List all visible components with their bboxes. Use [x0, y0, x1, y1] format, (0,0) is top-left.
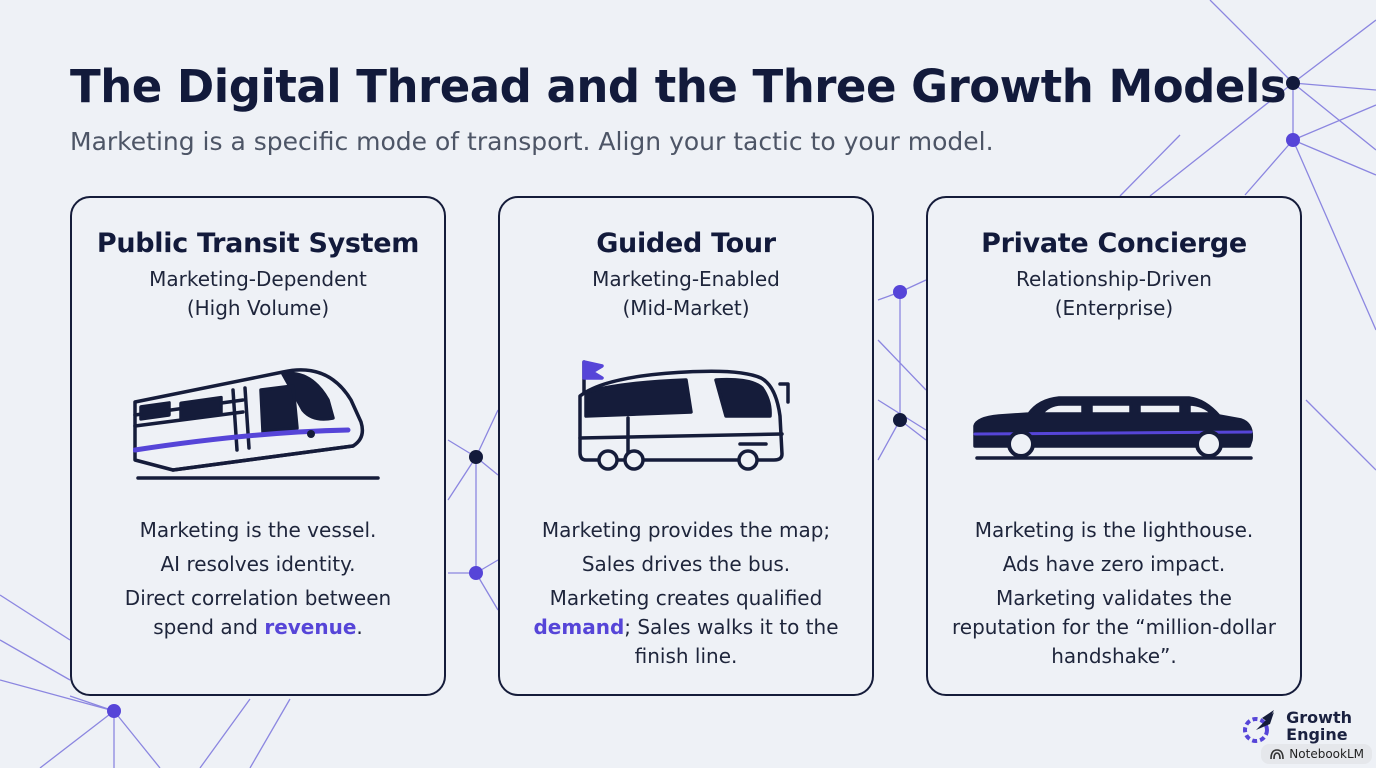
- limousine-icon: [973, 396, 1254, 460]
- notebooklm-icon: [1270, 749, 1285, 760]
- card-subtitle: Marketing-Enabled (Mid-Market): [500, 265, 872, 323]
- notebooklm-badge[interactable]: NotebookLM: [1261, 744, 1372, 764]
- page-title: The Digital Thread and the Three Growth …: [70, 60, 1287, 113]
- brand-logo: Growth Engine: [1240, 706, 1352, 746]
- card-body-line: AI resolves identity.: [160, 552, 356, 576]
- tour-bus-icon: [578, 360, 790, 471]
- card-body-line: Marketing creates qualified demand; Sale…: [533, 586, 839, 668]
- card-body-line: Marketing validates the reputation for t…: [952, 586, 1276, 668]
- card-body-line: Marketing provides the map;: [541, 518, 831, 542]
- card-subtitle-line: Marketing-Enabled: [592, 267, 780, 291]
- card-body: Marketing is the lighthouse. Ads have ze…: [948, 516, 1280, 676]
- network-nodes: [107, 76, 1300, 718]
- card-body-line: Marketing is the lighthouse.: [974, 518, 1254, 542]
- notebooklm-label: NotebookLM: [1289, 747, 1364, 761]
- card-subtitle-line: (Mid-Market): [622, 296, 750, 320]
- card-title: Public Transit System: [96, 228, 420, 259]
- card-body-line: Marketing is the vessel.: [139, 518, 377, 542]
- card-public-transit: Public Transit System Marketing-Dependen…: [70, 196, 446, 696]
- card-subtitle-line: Marketing-Dependent: [149, 267, 367, 291]
- brand-name: Growth Engine: [1286, 708, 1352, 744]
- card-private-concierge: Private Concierge Relationship-Driven (E…: [926, 196, 1302, 696]
- train-icon: [133, 368, 380, 480]
- card-subtitle: Marketing-Dependent (High Volume): [72, 265, 444, 323]
- card-body: Marketing provides the map; Sales drives…: [520, 516, 852, 676]
- card-title: Guided Tour: [596, 228, 776, 259]
- rocket-gear-icon: [1243, 710, 1275, 743]
- card-subtitle-line: (High Volume): [186, 296, 330, 320]
- card-body-line: Sales drives the bus.: [581, 552, 791, 576]
- card-subtitle-line: (Enterprise): [1054, 296, 1174, 320]
- page-subtitle: Marketing is a specific mode of transpor…: [70, 127, 994, 156]
- card-guided-tour: Guided Tour Marketing-Enabled (Mid-Marke…: [498, 196, 874, 696]
- highlight-text: revenue: [264, 615, 357, 639]
- card-subtitle: Relationship-Driven (Enterprise): [928, 265, 1300, 323]
- card-body: Marketing is the vessel. AI resolves ide…: [92, 516, 424, 647]
- card-body-line: Ads have zero impact.: [1002, 552, 1226, 576]
- card-title: Private Concierge: [981, 228, 1247, 259]
- highlight-text: demand: [533, 615, 625, 639]
- card-subtitle-line: Relationship-Driven: [1016, 267, 1212, 291]
- card-body-line: Direct correlation between spend and rev…: [124, 586, 392, 639]
